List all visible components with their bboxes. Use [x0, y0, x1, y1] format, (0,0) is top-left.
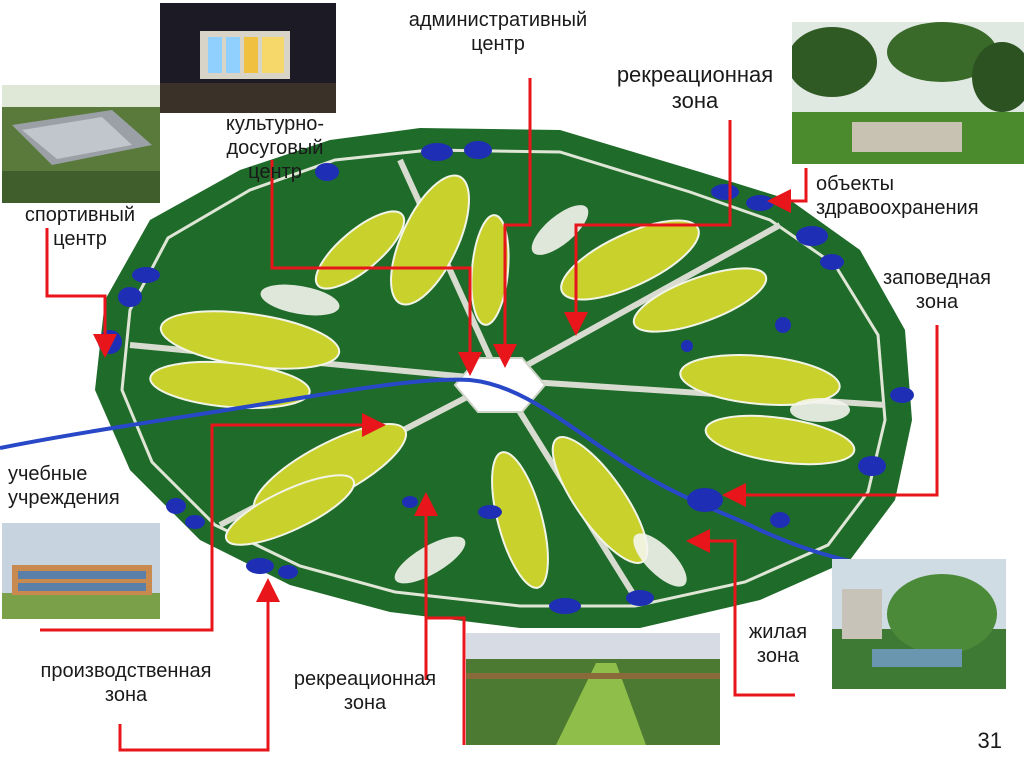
- label-residential-line1: жилая: [748, 621, 808, 643]
- recreation-field-photo: [466, 633, 720, 745]
- recreation-park-photo: [792, 22, 1024, 164]
- label-education: учебные учреждения: [8, 462, 158, 510]
- label-production: производственная зона: [6, 659, 246, 707]
- residential-area-photo: [832, 559, 1006, 689]
- label-residential: жилая зона: [732, 620, 824, 668]
- label-sport-center: спортивный центр: [6, 203, 154, 251]
- label-cultural-line3: центр: [248, 161, 302, 183]
- label-admin-center: административный центр: [370, 8, 626, 56]
- label-recreation-bottom-line1: рекреационная: [293, 668, 437, 690]
- label-health-line2: здравоохранения: [816, 197, 979, 219]
- label-production-line1: производственная: [40, 660, 212, 682]
- label-education-line1: учебные: [8, 463, 88, 485]
- label-reserve-line2: зона: [915, 291, 959, 313]
- label-recreation-top-line2: зона: [671, 88, 719, 114]
- label-health: объекты здравоохранения: [816, 172, 1022, 220]
- label-recreation-bottom: рекреационная зона: [265, 667, 465, 715]
- slide-number: 31: [977, 728, 1002, 753]
- label-cultural-line2: досуговый: [226, 137, 324, 159]
- label-recreation-top-line1: рекреационная: [616, 62, 774, 87]
- label-production-line2: зона: [104, 684, 148, 706]
- label-reserve-line1: заповедная: [883, 267, 991, 289]
- label-reserve: заповедная зона: [862, 266, 1012, 314]
- label-sport-line1: спортивный: [24, 204, 136, 226]
- label-admin-line2: центр: [471, 33, 525, 55]
- label-cultural-line1: культурно-: [225, 113, 325, 135]
- label-education-line2: учреждения: [8, 487, 120, 509]
- label-cultural-center: культурно- досуговый центр: [200, 112, 350, 184]
- sport-center-photo: [2, 85, 160, 203]
- label-admin-line1: административный: [408, 9, 588, 31]
- admin-building-photo: [160, 3, 336, 113]
- label-health-line1: объекты: [816, 173, 895, 195]
- label-sport-line2: центр: [53, 228, 107, 250]
- label-recreation-bottom-line2: зона: [343, 692, 387, 714]
- label-residential-line2: зона: [756, 645, 800, 667]
- education-building-photo: [2, 523, 160, 619]
- label-recreation-top: рекреационная зона: [595, 62, 795, 115]
